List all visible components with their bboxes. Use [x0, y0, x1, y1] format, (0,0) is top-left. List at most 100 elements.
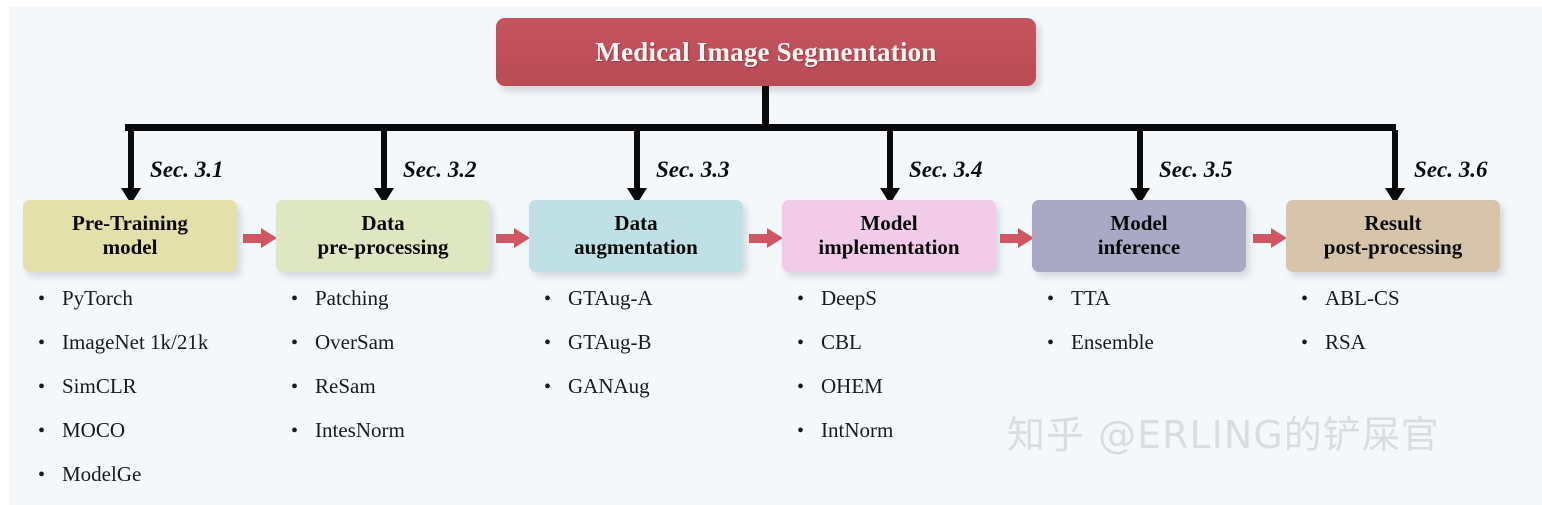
- root-node-medical-image-segmentation: Medical Image Segmentation: [496, 18, 1036, 86]
- list-item[interactable]: • OverSam: [291, 330, 541, 374]
- list-item[interactable]: • GTAug-A: [544, 286, 794, 330]
- section-label-6: Sec. 3.6: [1414, 157, 1488, 182]
- list-item[interactable]: • ImageNet 1k/21k: [38, 330, 288, 374]
- drop-arrow-shaft-3: [634, 130, 640, 192]
- section-label-1: Sec. 3.1: [150, 157, 224, 182]
- stage-box-1[interactable]: Pre-Training model: [23, 200, 237, 272]
- stage-box-title-5: Model inference: [1097, 211, 1181, 259]
- bullet-dot-icon: •: [1301, 288, 1309, 310]
- list-item[interactable]: • ReSam: [291, 374, 541, 418]
- list-item[interactable]: • OHEM: [797, 374, 1047, 418]
- list-item[interactable]: •RSA: [1301, 330, 1542, 374]
- drop-arrow-shaft-2: [381, 130, 387, 192]
- stage-box-4[interactable]: Model implementation: [782, 200, 996, 272]
- bullet-dot-icon: •: [291, 288, 299, 310]
- bullet-column-5: • TTA • Ensemble: [1047, 286, 1297, 374]
- trunk-vertical-line: [762, 86, 769, 130]
- bullet-label: RSA: [1325, 330, 1366, 354]
- section-label-5: Sec. 3.5: [1159, 157, 1233, 182]
- bullet-dot-icon: •: [291, 332, 299, 354]
- bullet-dot-icon: •: [38, 288, 46, 310]
- arrow-head: [261, 228, 277, 248]
- drop-arrow-shaft-5: [1137, 130, 1143, 192]
- list-item[interactable]: •GANAug: [544, 374, 794, 418]
- list-item[interactable]: • MOCO: [38, 418, 288, 462]
- stage-connector-arrow-5: [1253, 228, 1289, 248]
- bullet-label: Patching: [315, 286, 389, 310]
- bus-horizontal-line: [125, 124, 1396, 131]
- arrow-shaft: [496, 234, 516, 243]
- bullet-dot-icon: •: [1047, 332, 1055, 354]
- bullet-dot-icon: •: [291, 376, 299, 398]
- stage-box-2[interactable]: Data pre-processing: [276, 200, 490, 272]
- list-item[interactable]: • PyTorch: [38, 286, 288, 330]
- bullet-label: IntNorm: [821, 418, 894, 442]
- bullet-label: ImageNet 1k/21k: [62, 330, 209, 354]
- stage-box-5[interactable]: Model inference: [1032, 200, 1246, 272]
- stage-box-3[interactable]: Data augmentation: [529, 200, 743, 272]
- bullet-label: PyTorch: [62, 286, 133, 310]
- bullet-label: ABL-CS: [1325, 286, 1400, 310]
- drop-arrow-shaft-6: [1392, 130, 1398, 192]
- bullet-label: GANAug: [568, 374, 650, 398]
- bullet-label: ModelGe: [62, 462, 142, 486]
- stage-box-title-2: Data pre-processing: [317, 211, 449, 259]
- bullet-dot-icon: •: [38, 376, 46, 398]
- bullet-label: GTAug-B: [568, 330, 652, 354]
- bullet-label: IntesNorm: [315, 418, 405, 442]
- drop-arrow-shaft-1: [128, 130, 134, 192]
- stage-box-title-6: Result post-processing: [1323, 211, 1463, 259]
- list-item[interactable]: • CBL: [797, 330, 1047, 374]
- canvas-left-edge: [0, 0, 9, 505]
- watermark-text: 知乎 @ERLING的铲屎官: [1007, 413, 1440, 457]
- stage-connector-arrow-3: [749, 228, 785, 248]
- bullet-dot-icon: •: [1047, 288, 1055, 310]
- bullet-dot-icon: •: [38, 332, 46, 354]
- bullet-label: MOCO: [62, 418, 126, 442]
- arrow-head: [767, 228, 783, 248]
- bullet-label: TTA: [1071, 286, 1111, 310]
- bullet-label: OverSam: [315, 330, 395, 354]
- bullet-dot-icon: •: [38, 420, 46, 442]
- arrow-shaft: [1253, 234, 1273, 243]
- bullet-label: DeepS: [821, 286, 877, 310]
- stage-connector-arrow-2: [496, 228, 532, 248]
- list-item[interactable]: • Patching: [291, 286, 541, 330]
- section-label-2: Sec. 3.2: [403, 157, 477, 182]
- list-item[interactable]: • IntesNorm: [291, 418, 541, 462]
- bullet-dot-icon: •: [797, 332, 805, 354]
- bullet-column-4: • DeepS • CBL • OHEM • IntNorm: [797, 286, 1047, 462]
- list-item[interactable]: • ABL-CS: [1301, 286, 1542, 330]
- bullet-dot-icon: •: [291, 420, 299, 442]
- bullet-label: CBL: [821, 330, 862, 354]
- stage-connector-arrow-1: [243, 228, 279, 248]
- bullet-label: GTAug-A: [568, 286, 653, 310]
- list-item[interactable]: • Ensemble: [1047, 330, 1297, 374]
- bullet-dot-icon: •: [797, 288, 805, 310]
- bullet-dot-icon: •: [544, 332, 552, 354]
- list-item[interactable]: • GTAug-B: [544, 330, 794, 374]
- bullet-label: Ensemble: [1071, 330, 1154, 354]
- arrow-head: [1018, 228, 1034, 248]
- list-item[interactable]: • ModelGe: [38, 462, 288, 505]
- stage-box-title-3: Data augmentation: [574, 211, 698, 259]
- bullet-label: ReSam: [315, 374, 376, 398]
- list-item[interactable]: • TTA: [1047, 286, 1297, 330]
- arrow-shaft: [1000, 234, 1020, 243]
- bullet-column-6: • ABL-CS •RSA: [1301, 286, 1542, 374]
- bullet-column-2: • Patching • OverSam • ReSam • IntesNorm: [291, 286, 541, 462]
- bullet-label: OHEM: [821, 374, 883, 398]
- list-item[interactable]: • IntNorm: [797, 418, 1047, 462]
- drop-arrow-shaft-4: [887, 130, 893, 192]
- list-item[interactable]: •SimCLR: [38, 374, 288, 418]
- stage-box-title-1: Pre-Training model: [72, 211, 188, 259]
- root-node-title: Medical Image Segmentation: [595, 36, 937, 67]
- bullet-dot-icon: •: [797, 420, 805, 442]
- bullet-column-3: • GTAug-A • GTAug-B •GANAug: [544, 286, 794, 418]
- list-item[interactable]: • DeepS: [797, 286, 1047, 330]
- bullet-dot-icon: •: [38, 464, 46, 486]
- bullet-dot-icon: •: [544, 288, 552, 310]
- stage-box-6[interactable]: Result post-processing: [1286, 200, 1500, 272]
- bullet-dot-icon: •: [797, 376, 805, 398]
